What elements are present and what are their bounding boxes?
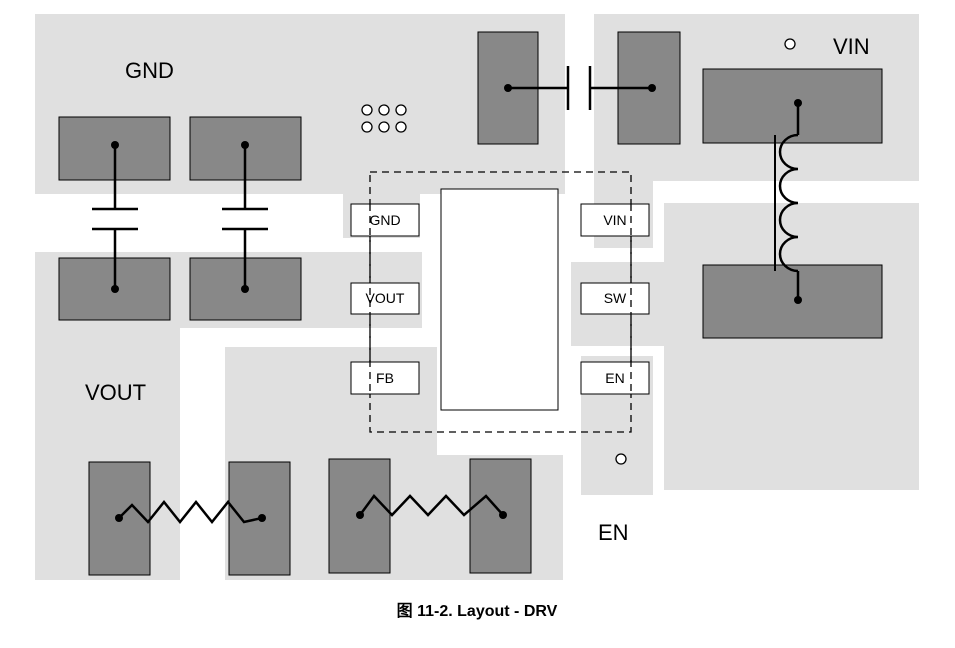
ic-pin-vout-label: VOUT	[366, 290, 405, 306]
ic-pin-fb-box	[350, 361, 420, 395]
component-symbols	[92, 66, 800, 525]
inductor-pad-top	[702, 68, 883, 144]
output-capacitor-1-symbol	[92, 145, 138, 289]
terminal-dots	[111, 84, 802, 522]
input-cap-dot-right	[648, 84, 656, 92]
inductor-symbol	[774, 103, 800, 300]
output-cap1-dot-top	[111, 141, 119, 149]
ic-pin-vin-box	[580, 203, 650, 237]
gnd-via-3	[395, 104, 407, 116]
ic-pin-gnd-box	[350, 203, 420, 237]
resistor2-dot-left	[356, 511, 364, 519]
ic-pin-sw-label: SW	[604, 290, 627, 306]
output-cap2-dot-top	[241, 141, 249, 149]
gnd-via-2	[378, 104, 390, 116]
inductor-pad-bottom	[702, 264, 883, 339]
gnd-via-1	[361, 104, 373, 116]
gnd-via-4	[361, 121, 373, 133]
gnd-via-6	[395, 121, 407, 133]
output-cap1-dot-bottom	[111, 285, 119, 293]
sw-plane	[664, 203, 919, 490]
ic-pin-sw-box	[580, 282, 650, 315]
resistor1-dot-right	[258, 514, 266, 522]
net-label-vin: VIN	[833, 34, 870, 59]
ic-thermal-pad	[440, 188, 559, 411]
inductor-dot-bottom	[794, 296, 802, 304]
ic-pin-vin-label: VIN	[603, 212, 626, 228]
ic-package: GND VOUT FB VIN SW EN	[350, 171, 650, 433]
ic-pin-fb-label: FB	[376, 370, 394, 386]
ic-pin-en-label: EN	[605, 370, 624, 386]
figure-caption: 图 11-2. Layout - DRV	[397, 602, 558, 620]
en-via	[615, 453, 627, 465]
resistor2-dot-right	[499, 511, 507, 519]
resistor-1-symbol	[118, 499, 263, 525]
vin-via	[784, 38, 796, 50]
ic-pin-vout-box	[350, 282, 420, 315]
output-cap2-dot-bottom	[241, 285, 249, 293]
input-capacitor-symbol	[508, 66, 652, 110]
input-cap-dot-left	[504, 84, 512, 92]
net-label-gnd: GND	[125, 58, 174, 83]
net-label-en: EN	[598, 520, 629, 545]
net-label-vout: VOUT	[85, 380, 146, 405]
gnd-via-5	[378, 121, 390, 133]
resistor1-dot-left	[115, 514, 123, 522]
output-capacitor-2-symbol	[222, 145, 268, 289]
ic-pin-gnd-label: GND	[369, 212, 400, 228]
vias	[361, 38, 796, 465]
inductor-dot-top	[794, 99, 802, 107]
ic-pin-en-box	[580, 361, 650, 395]
resistor-2-symbol	[358, 494, 504, 517]
